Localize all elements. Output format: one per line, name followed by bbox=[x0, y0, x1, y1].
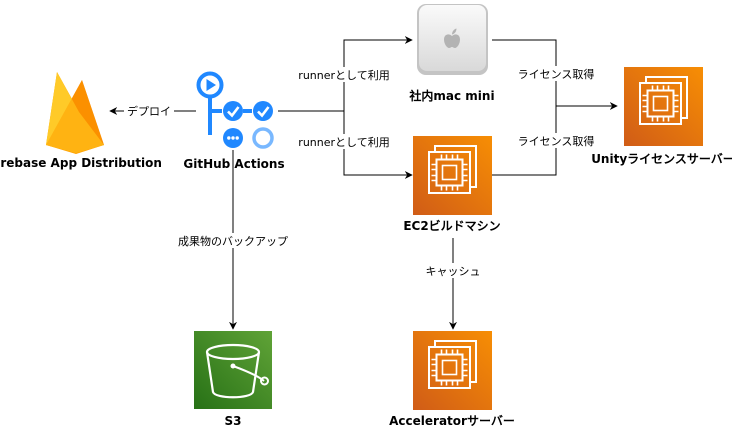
node-ec2-build: EC2ビルドマシン bbox=[403, 136, 501, 233]
node-github-actions: GitHub Actions bbox=[183, 71, 285, 171]
node-label-github-actions: GitHub Actions bbox=[183, 157, 284, 171]
edge-deploy: デプロイ bbox=[109, 103, 196, 118]
node-firebase: Firebase App Distribution bbox=[0, 72, 162, 170]
edge-backup: 成果物のバックアップ bbox=[175, 150, 291, 330]
node-label-accelerator: Acceleratorサーバー bbox=[389, 414, 515, 428]
node-label-firebase: Firebase App Distribution bbox=[0, 156, 162, 170]
edge-label-license-mac: ライセンス取得 bbox=[518, 68, 595, 81]
github-actions-workflow-icon bbox=[196, 71, 274, 149]
firebase-flame-icon bbox=[46, 72, 104, 154]
edge-runner-ec2: runnerとして利用 bbox=[296, 111, 413, 179]
node-label-unity-license: Unityライセンスサーバー bbox=[591, 152, 732, 166]
edge-label-runner-mac: runnerとして利用 bbox=[298, 69, 389, 82]
node-label-s3: S3 bbox=[225, 414, 242, 428]
edge-label-backup: 成果物のバックアップ bbox=[178, 234, 288, 248]
ec2-instance-icon bbox=[413, 136, 492, 215]
node-accelerator: Acceleratorサーバー bbox=[389, 331, 515, 428]
ec2-instance-icon bbox=[413, 331, 492, 410]
edge-label-runner-ec2: runnerとして利用 bbox=[298, 136, 389, 149]
node-mac-mini: 社内mac mini bbox=[408, 4, 495, 103]
node-unity-license: Unityライセンスサーバー bbox=[591, 67, 732, 166]
edge-label-deploy: デプロイ bbox=[127, 104, 171, 118]
edge-license-ec2: ライセンス取得 bbox=[492, 106, 595, 176]
ec2-instance-icon bbox=[624, 67, 703, 146]
edge-label-cache: キャッシュ bbox=[426, 265, 481, 278]
node-s3: S3 bbox=[194, 331, 272, 428]
apple-mac-mini-icon bbox=[417, 4, 488, 75]
s3-bucket-icon bbox=[194, 331, 272, 409]
node-label-ec2-build: EC2ビルドマシン bbox=[403, 218, 500, 233]
edge-cache: キャッシュ bbox=[418, 238, 488, 330]
edge-runner-mac: runnerとして利用 bbox=[278, 36, 413, 112]
edge-license-mac: ライセンス取得 bbox=[492, 39, 618, 110]
node-label-mac-mini: 社内mac mini bbox=[408, 88, 494, 103]
edge-label-license-ec2: ライセンス取得 bbox=[518, 135, 595, 148]
